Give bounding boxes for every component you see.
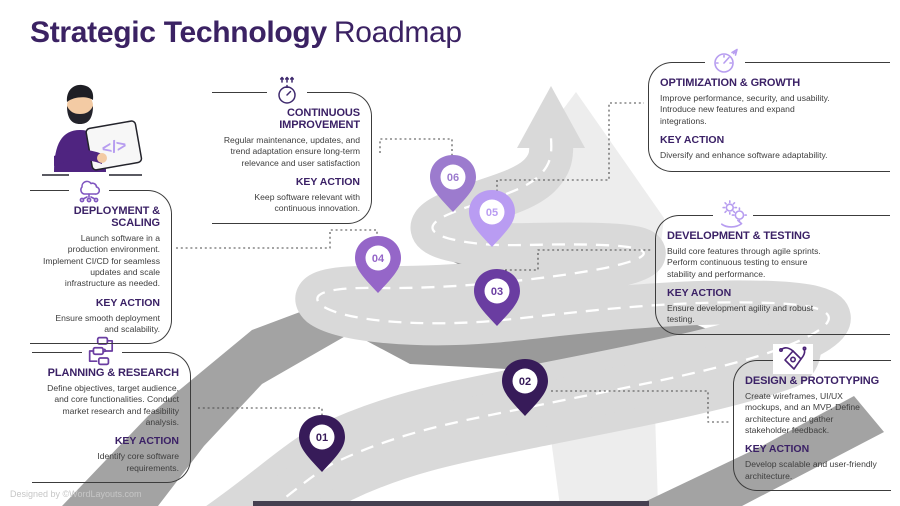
key-action-text: Ensure development agility and robust te… xyxy=(667,303,814,325)
roadmap-pin-04: 04 xyxy=(355,236,401,293)
key-action-label: KEY ACTION xyxy=(745,443,810,456)
connector-deployment xyxy=(176,229,378,249)
stage-title: DEPLOYMENT & SCALING xyxy=(73,205,160,229)
stage-title: CONTINUOUS IMPROVEMENT xyxy=(279,107,360,131)
person-hair xyxy=(66,84,94,102)
key-action-label: KEY ACTION xyxy=(95,296,160,309)
flowchart-loop-icon xyxy=(82,336,122,366)
roadmap-pin-01: 01 xyxy=(299,415,345,472)
svg-text:04: 04 xyxy=(372,253,385,265)
svg-text:03: 03 xyxy=(491,286,503,298)
key-action-text: Ensure smooth deployment and scalability… xyxy=(55,312,160,335)
stage-description: Launch software in a production environm… xyxy=(42,233,160,289)
gauge-rocket-icon xyxy=(705,46,745,76)
svg-text:02: 02 xyxy=(519,376,531,388)
key-action-label: KEY ACTION xyxy=(667,287,732,300)
road-base-strip xyxy=(253,501,649,506)
cloud-network-icon xyxy=(69,174,109,204)
gears-hand-icon xyxy=(713,199,753,229)
svg-text:05: 05 xyxy=(486,207,498,219)
code-icon: </> xyxy=(100,135,128,158)
roadmap-pin-05: 05 xyxy=(469,190,515,247)
stage-title: PLANNING & RESEARCH xyxy=(47,367,179,379)
designer-credit: Designed by ©WordLayouts.com xyxy=(10,489,142,499)
stage-description: Define objectives, target audience, and … xyxy=(47,383,179,428)
page-title-light: Roadmap xyxy=(333,16,462,49)
stage-description: Create wireframes, UI/UX mockups, and an… xyxy=(745,391,860,436)
roadmap-pin-06: 06 xyxy=(430,155,476,212)
page-title-bold: Strategic Technology xyxy=(30,16,327,49)
stage-card-deployment-scaling: DEPLOYMENT & SCALING Launch software in … xyxy=(30,174,172,345)
key-action-label: KEY ACTION xyxy=(660,134,725,147)
laptop: </> xyxy=(85,120,143,171)
developer-illustration: </> xyxy=(42,84,143,176)
pen-tool-icon xyxy=(773,344,813,374)
stage-card-design-prototyping: DESIGN & PROTOTYPING Create wireframes, … xyxy=(733,344,891,492)
connector-optimization xyxy=(496,102,644,206)
roadmap-pins: 01 02 03 04 05 xyxy=(299,155,548,472)
person-beard xyxy=(67,106,93,124)
stage-card-planning-research: PLANNING & RESEARCH Define objectives, t… xyxy=(32,336,191,484)
svg-text:06: 06 xyxy=(447,172,459,184)
stopwatch-arrows-icon xyxy=(267,76,307,106)
pin-connectors xyxy=(176,102,729,423)
stage-description: Build core features through agile sprint… xyxy=(667,246,821,279)
stage-description: Improve performance, security, and usabi… xyxy=(660,93,830,126)
connector-continuous xyxy=(379,138,453,160)
key-action-label: KEY ACTION xyxy=(295,176,360,189)
stage-title: DESIGN & PROTOTYPING xyxy=(745,375,880,387)
person-arm xyxy=(54,149,102,166)
svg-text:01: 01 xyxy=(316,432,328,444)
stage-card-development-testing: DEVELOPMENT & TESTING Build core feature… xyxy=(655,199,890,335)
key-action-text: Identify core software requirements. xyxy=(97,451,179,473)
road-arrowhead xyxy=(517,86,585,148)
roadmap-pin-03: 03 xyxy=(474,269,520,326)
key-action-text: Keep software relevant with continuous i… xyxy=(254,192,360,214)
stage-title: DEVELOPMENT & TESTING xyxy=(667,230,811,242)
stage-card-continuous-improvement: CONTINUOUS IMPROVEMENT Regular maintenan… xyxy=(212,76,372,224)
stage-description: Regular maintenance, updates, and trend … xyxy=(223,135,360,168)
stage-card-optimization-growth: OPTIMIZATION & GROWTH Improve performanc… xyxy=(648,46,890,172)
person-hand xyxy=(97,153,107,163)
key-action-text: Diversify and enhance software adaptabil… xyxy=(660,150,828,161)
road-center-dashes xyxy=(272,137,830,506)
stage-title: OPTIMIZATION & GROWTH xyxy=(660,77,801,89)
connector-design xyxy=(551,390,729,423)
key-action-label: KEY ACTION xyxy=(114,435,179,448)
key-action-text: Develop scalable and user-friendly archi… xyxy=(745,459,877,481)
roadmap-pin-02: 02 xyxy=(502,359,548,416)
